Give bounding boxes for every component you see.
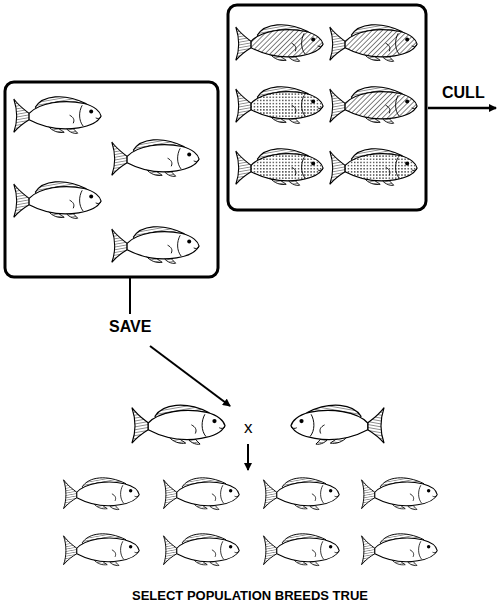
cull-label: CULL <box>442 84 485 102</box>
leader-line <box>129 277 131 314</box>
save-label: SAVE <box>109 318 151 336</box>
save-arrow <box>150 346 230 406</box>
cross-arrow <box>247 444 249 470</box>
save-box <box>5 82 218 277</box>
caption: SELECT POPULATION BREEDS TRUE <box>132 588 368 603</box>
cull-arrow <box>428 107 496 110</box>
cull-box <box>228 5 426 210</box>
cross-symbol: x <box>244 418 253 438</box>
